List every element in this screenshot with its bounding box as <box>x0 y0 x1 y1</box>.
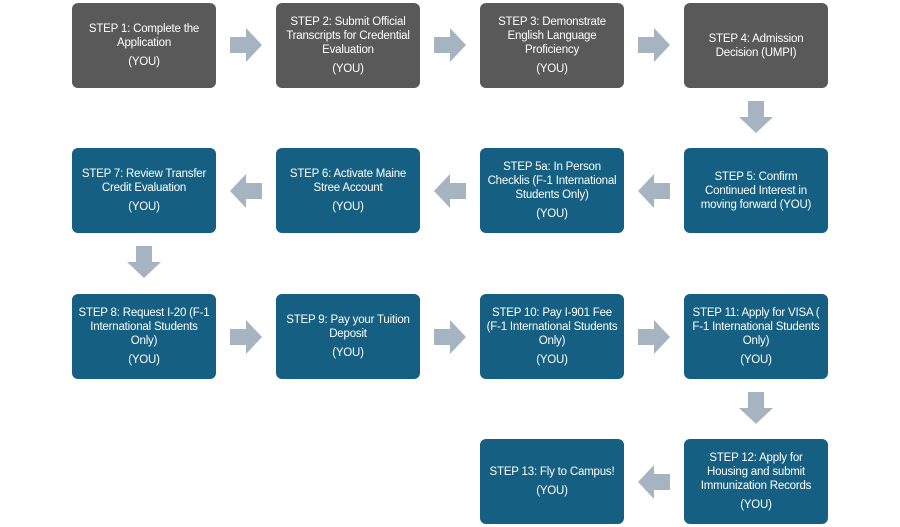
arrow-right-icon <box>434 320 466 354</box>
step-5-title: STEP 5: Confirm Continued Interest in mo… <box>700 170 812 211</box>
step-7-title: STEP 7: Review Transfer Credit Evaluatio… <box>81 168 207 194</box>
step-13-box: STEP 13: Fly to Campus! (YOU) <box>480 439 624 524</box>
step-11-box: STEP 11: Apply for VISA ( F-1 Internatio… <box>684 294 828 379</box>
step-7-box: STEP 7: Review Transfer Credit Evaluatio… <box>72 148 216 233</box>
step-3-box: STEP 3: Demonstrate English Language Pro… <box>480 3 624 88</box>
step-12-owner: (YOU) <box>740 499 772 511</box>
step-2-box: STEP 2: Submit Official Transcripts for … <box>276 3 420 88</box>
step-9-title: STEP 9: Pay your Tuition Deposit <box>286 314 410 340</box>
step-2-owner: (YOU) <box>332 63 364 75</box>
step-12-box: STEP 12: Apply for Housing and submit Im… <box>684 439 828 524</box>
arrow-left-icon <box>230 174 262 208</box>
step-10-title: STEP 10: Pay I-901 Fee (F-1 Internationa… <box>486 307 618 347</box>
step-11-owner: (YOU) <box>740 354 772 366</box>
arrow-down-icon <box>127 246 161 278</box>
step-1-owner: (YOU) <box>128 56 160 68</box>
arrow-left-icon <box>638 174 670 208</box>
arrow-right-icon <box>638 320 670 354</box>
step-8-title: STEP 8: Request I-20 (F-1 International … <box>78 307 210 347</box>
arrow-left-icon <box>638 465 670 499</box>
step-3-title: STEP 3: Demonstrate English Language Pro… <box>498 16 606 56</box>
step-11-title: STEP 11: Apply for VISA ( F-1 Internatio… <box>692 307 820 347</box>
step-4-title: STEP 4: Admission Decision (UMPI) <box>708 32 804 59</box>
step-13-title: STEP 13: Fly to Campus! <box>489 466 615 478</box>
arrow-right-icon <box>638 28 670 62</box>
step-1-box: STEP 1: Complete the Application (YOU) <box>72 3 216 88</box>
arrow-down-icon <box>739 392 773 424</box>
arrow-left-icon <box>434 174 466 208</box>
arrow-right-icon <box>230 28 262 62</box>
step-5a-title: STEP 5a: In Person Checklis (F-1 Interna… <box>487 161 617 201</box>
step-5-box: STEP 5: Confirm Continued Interest in mo… <box>684 148 828 233</box>
step-5a-owner: (YOU) <box>536 208 568 220</box>
step-9-owner: (YOU) <box>332 347 364 359</box>
step-2-title: STEP 2: Submit Official Transcripts for … <box>286 16 410 56</box>
arrow-right-icon <box>230 320 262 354</box>
arrow-right-icon <box>434 28 466 62</box>
step-8-box: STEP 8: Request I-20 (F-1 International … <box>72 294 216 379</box>
step-4-box: STEP 4: Admission Decision (UMPI) <box>684 3 828 88</box>
step-6-title: STEP 6: Activate Maine Stree Account <box>289 168 407 194</box>
step-9-box: STEP 9: Pay your Tuition Deposit (YOU) <box>276 294 420 379</box>
step-12-title: STEP 12: Apply for Housing and submit Im… <box>700 452 812 492</box>
step-8-owner: (YOU) <box>128 354 160 366</box>
step-5a-box: STEP 5a: In Person Checklis (F-1 Interna… <box>480 148 624 233</box>
step-6-box: STEP 6: Activate Maine Stree Account (YO… <box>276 148 420 233</box>
step-6-owner: (YOU) <box>332 201 364 213</box>
step-7-owner: (YOU) <box>128 201 160 213</box>
step-10-owner: (YOU) <box>536 354 568 366</box>
step-1-title: STEP 1: Complete the Application <box>88 23 200 49</box>
step-10-box: STEP 10: Pay I-901 Fee (F-1 Internationa… <box>480 294 624 379</box>
arrow-down-icon <box>739 101 773 133</box>
step-13-owner: (YOU) <box>536 485 568 497</box>
step-3-owner: (YOU) <box>536 63 568 75</box>
